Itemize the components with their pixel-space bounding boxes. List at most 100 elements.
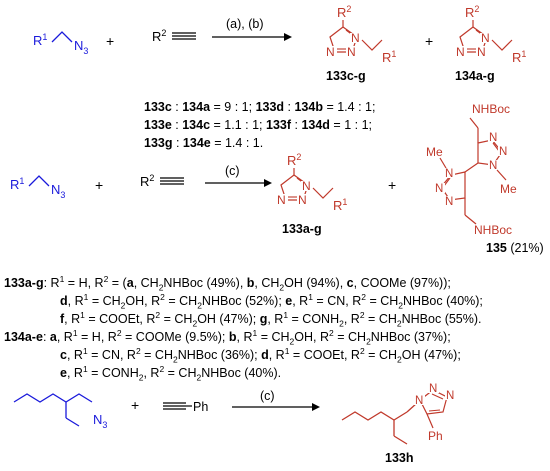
ratio-run: = 1.4 : 1. <box>211 136 263 150</box>
description-run: OH, R <box>125 294 161 308</box>
ratio-run: = 1.4 : 1; <box>323 100 375 114</box>
ratio-run: : <box>172 118 182 132</box>
description-run: , R <box>66 366 83 380</box>
svg-text:N: N <box>351 31 360 45</box>
svg-text:N: N <box>489 132 497 144</box>
description-run: = CH <box>88 294 121 308</box>
description-run: e <box>285 294 293 308</box>
description-run: a <box>49 330 57 344</box>
svg-text:R1: R1 <box>33 32 47 48</box>
description-run: c <box>60 348 67 362</box>
svg-text:N: N <box>326 45 335 59</box>
ratio-run: : <box>284 100 294 114</box>
description-run: 1 <box>252 327 258 338</box>
plus-sign: + <box>388 177 396 193</box>
azide-reactant-1: R1 N3 <box>33 31 88 56</box>
svg-text:R1: R1 <box>333 197 347 213</box>
description-133ag-d-e: d, R1 = CH2OH, R2 = CH2NHBoc (52%); e, R… <box>60 291 483 311</box>
svg-text:NHBoc: NHBoc <box>474 223 512 237</box>
description-run: = CN, R <box>312 294 362 308</box>
description-run: NHBoc (49%), <box>163 276 247 290</box>
description-run: 2 <box>196 372 202 383</box>
svg-text:N: N <box>429 383 437 395</box>
description-run: 1 <box>308 291 313 302</box>
azide-reactant-2: R1 N3 <box>10 175 65 200</box>
description-run: = CH <box>164 366 197 380</box>
description-run: OH, R <box>294 330 330 344</box>
description-run: 2 <box>158 282 164 293</box>
svg-text:133a-g: 133a-g <box>282 222 322 236</box>
svg-text:N3: N3 <box>74 38 88 56</box>
alkyne-reactant-1: R2 <box>152 28 196 44</box>
ratio-run: : <box>291 118 301 132</box>
description-run: = CH <box>365 294 399 308</box>
description-run: = CN, R <box>87 348 136 362</box>
svg-text:135 (21%): 135 (21%) <box>486 241 544 255</box>
svg-text:N: N <box>415 395 423 407</box>
description-run: , R <box>67 294 84 308</box>
description-run: = COOMe (9.5%); <box>121 330 229 344</box>
description-run: = ( <box>108 276 127 290</box>
description-run: 134a-e <box>4 330 43 344</box>
description-run: = CH <box>140 348 173 362</box>
description-run: , R <box>236 330 253 344</box>
svg-text:N: N <box>499 146 507 158</box>
plus-sign: + <box>106 33 114 49</box>
ratio-run: 134b <box>294 100 323 114</box>
svg-text:N3: N3 <box>51 182 65 200</box>
description-run: 1 <box>82 345 88 356</box>
description-run: , CH <box>133 276 159 290</box>
description-run: OH (47%); <box>197 312 260 326</box>
description-run: = CONH <box>87 366 139 380</box>
ratio-run: 134e <box>183 136 211 150</box>
description-run: 2 <box>398 300 404 311</box>
description-run: = CH <box>333 330 367 344</box>
ratio-run: : <box>172 100 182 114</box>
description-run: 2 <box>120 300 126 311</box>
description-run: = CH <box>160 312 193 326</box>
description-run: g <box>259 312 268 326</box>
description-run: 133a-g <box>4 276 44 290</box>
ratio-run: 133d <box>256 100 285 114</box>
description-run: 2 <box>135 345 141 356</box>
svg-text:N: N <box>477 45 486 59</box>
ratio-run: 134c <box>182 118 210 132</box>
plus-sign: + <box>425 33 433 49</box>
svg-text:Me: Me <box>426 145 443 159</box>
svg-text:Ph: Ph <box>428 429 443 443</box>
svg-text:(c): (c) <box>225 164 240 178</box>
svg-text:134a-g: 134a-g <box>455 69 495 83</box>
description-run: 2 <box>160 291 165 302</box>
description-run: , R <box>292 294 309 308</box>
svg-text:N: N <box>298 193 307 207</box>
description-run: 2 <box>155 309 161 320</box>
description-run: NHBoc (36%); <box>177 348 262 362</box>
description-run: , COOMe (97%)); <box>353 276 451 290</box>
description-run: = CH <box>164 294 198 308</box>
description-run: 1 <box>72 327 78 338</box>
azide-reactant-3: N3 <box>13 393 107 430</box>
description-run: 2 <box>339 318 344 329</box>
description-run: 1 <box>283 309 289 320</box>
description-run: : R <box>43 276 60 290</box>
description-run: 2 <box>103 273 109 284</box>
description-run: 2 <box>192 318 198 329</box>
description-run: d <box>60 294 68 308</box>
isomer-ratios: 133c : 134a = 9 : 1; 133d : 134b = 1.4 :… <box>144 100 375 150</box>
description-run: 2 <box>366 336 371 347</box>
ratio-run: : <box>173 136 183 150</box>
bistriazole-product-135: NHBoc N N N Me N N N Me NHBoc 135 (21%) <box>426 102 544 255</box>
ratio-run: = 1.1 : 1; <box>210 118 266 132</box>
description-run: 2 <box>359 345 365 356</box>
description-run: 2 <box>289 336 295 347</box>
description-run: , R <box>343 312 360 326</box>
description-134ae-c-d: c, R1 = CN, R2 = CH2NHBoc (36%); d, R1 =… <box>60 345 461 364</box>
description-run: b <box>228 330 237 344</box>
description-run: NHBoc (55%). <box>401 312 482 326</box>
svg-text:R1: R1 <box>512 49 526 65</box>
reaction-arrow-3: (c) <box>232 389 320 411</box>
ratio-run: 133e <box>144 118 172 132</box>
description-run: 2 <box>138 372 144 383</box>
svg-text:(a), (b): (a), (b) <box>226 17 264 31</box>
